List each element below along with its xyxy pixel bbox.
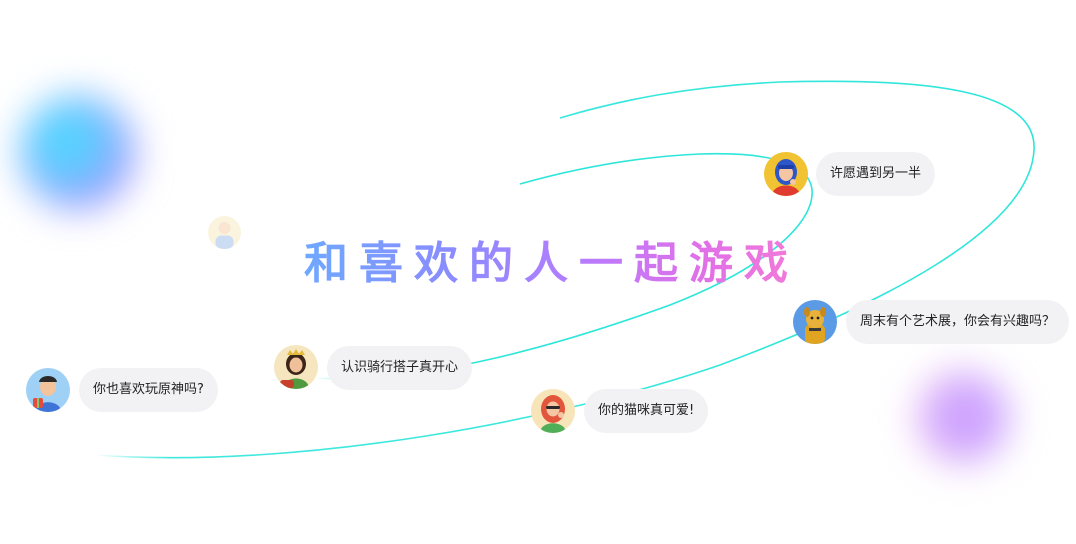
- message-text: 认识骑行搭子真开心: [341, 360, 459, 375]
- avatar-boy-with-gift-icon[interactable]: [26, 368, 70, 412]
- message-bubble-art[interactable]: 周末有个艺术展，你会有兴趣吗？: [846, 300, 1070, 344]
- message-bubble-ride[interactable]: 认识骑行搭子真开心: [327, 346, 473, 390]
- gradient-glow-left: [20, 95, 135, 210]
- message-bubble-cat[interactable]: 你的猫咪真可爱!: [584, 389, 709, 433]
- message-bubble-wish[interactable]: 许愿遇到另一半: [816, 152, 936, 196]
- outer-orbit: [94, 80, 1035, 459]
- avatar-red-hair-girl-icon[interactable]: [531, 389, 575, 433]
- message-text: 你也喜欢玩原神吗?: [93, 382, 204, 397]
- message-text: 周末有个艺术展，你会有兴趣吗？: [860, 314, 1056, 329]
- avatar-blue-hair-girl-icon[interactable]: [764, 152, 808, 196]
- headline-title: 和喜欢的人一起游戏: [304, 236, 799, 292]
- gradient-glow-right: [915, 370, 1010, 465]
- avatar-green-shirt-girl-icon[interactable]: [274, 345, 318, 389]
- message-text: 你的猫咪真可爱!: [598, 403, 695, 418]
- avatar-dog-character-icon[interactable]: [793, 300, 837, 344]
- faded-avatar-icon: [208, 216, 241, 249]
- message-bubble-genshin[interactable]: 你也喜欢玩原神吗?: [79, 368, 218, 412]
- message-text: 许愿遇到另一半: [830, 166, 922, 181]
- inner-orbit: [314, 152, 813, 380]
